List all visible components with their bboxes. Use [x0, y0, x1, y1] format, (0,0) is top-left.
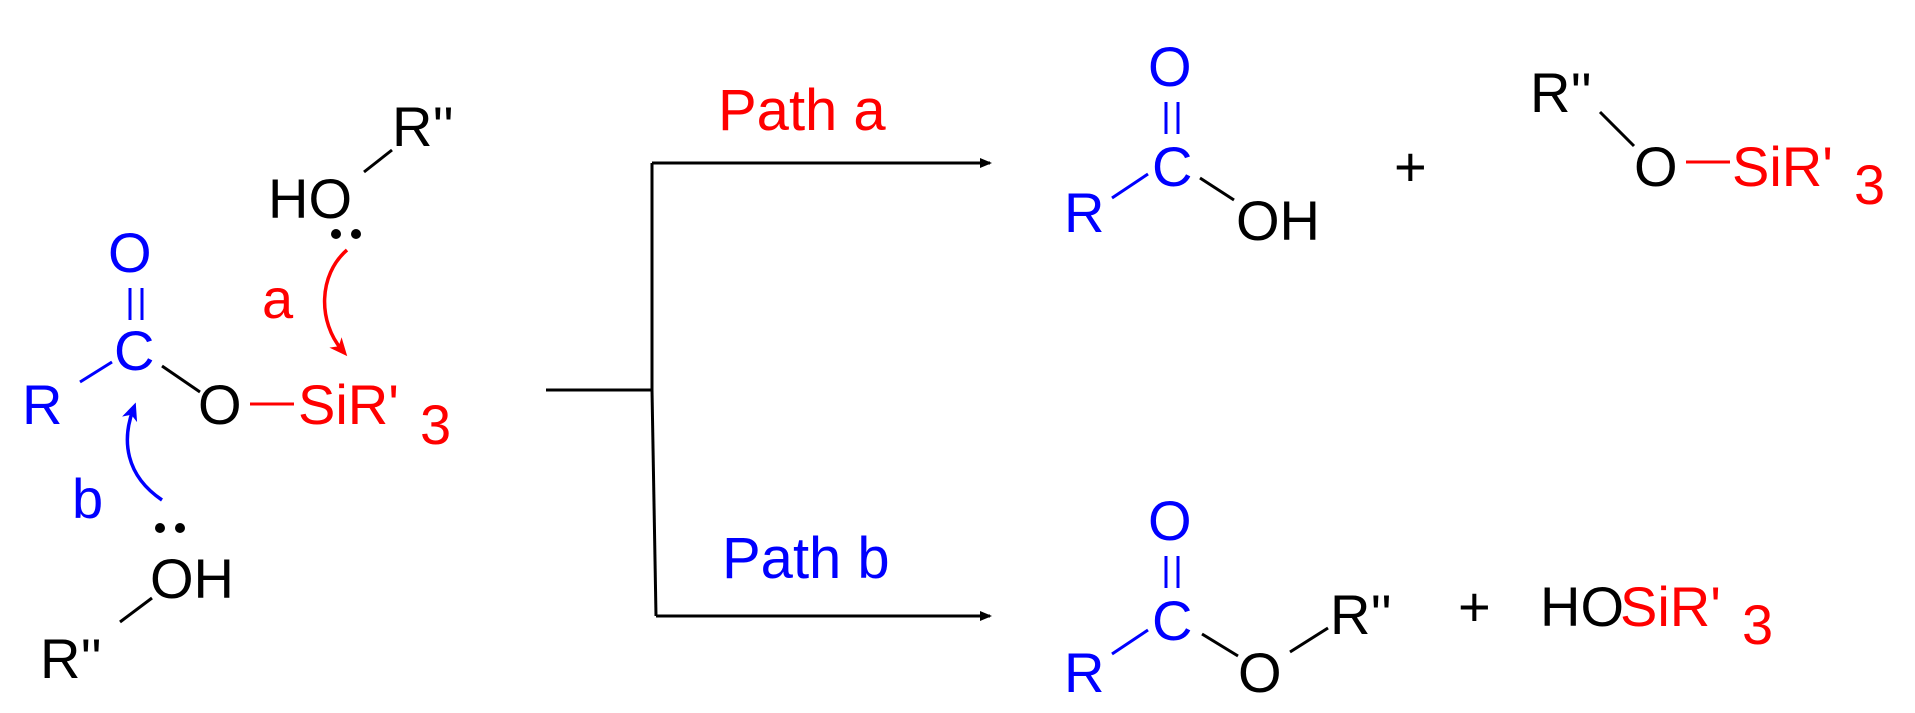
alcohol-top-r: R'': [392, 95, 454, 158]
alcohol-bottom-oh: OH: [150, 547, 234, 610]
silyl-group: SiR': [298, 373, 399, 436]
new-ester-carbonyl-oxygen: O: [1148, 489, 1192, 552]
silanol-subscript: 3: [1742, 593, 1773, 656]
new-ester-c-o-bond: [1201, 632, 1239, 658]
new-ester-carbon: C: [1152, 589, 1192, 652]
lone-pair-dot-1: [331, 229, 341, 239]
alcohol-top: HO R'': [268, 95, 454, 239]
branch-arrows: Path a Path b: [546, 78, 992, 621]
acid-carbon: C: [1152, 135, 1192, 198]
alcohol-top-ho: HO: [268, 167, 352, 230]
lone-pair-dot-3: [155, 523, 165, 533]
arrow-b: b: [72, 402, 163, 530]
arrow-b-label: b: [72, 467, 103, 530]
plus-sign-b: +: [1458, 575, 1491, 638]
lone-pair-dot-4: [175, 523, 185, 533]
product-ester: O C R O R'': [1064, 489, 1392, 704]
reactant-ester: O C R O SiR' 3: [22, 221, 451, 456]
new-ester-oxygen: O: [1238, 641, 1282, 704]
silyl-ether-oxygen: O: [1634, 135, 1678, 198]
path-b-label: Path b: [722, 526, 890, 591]
lone-pair-dot-2: [351, 229, 361, 239]
new-ester-r-bond: [1111, 628, 1149, 656]
arrow-a: a: [262, 248, 349, 357]
branch-vertical-down: [650, 389, 658, 617]
product-silanol: HO SiR' 3: [1540, 575, 1773, 656]
silyl-ether-r-o-bond: [1598, 110, 1636, 148]
ester-carbonyl-oxygen: O: [108, 221, 152, 284]
ester-r-group: R: [22, 373, 62, 436]
curved-arrow-b: [122, 402, 163, 502]
alcohol-bottom-bond: [119, 596, 153, 624]
new-ester-r2: R'': [1330, 583, 1392, 646]
silanol-ho: HO: [1540, 575, 1624, 638]
ester-r-bond: [79, 360, 113, 384]
new-ester-o-r-bond: [1289, 626, 1329, 654]
silyl-subscript: 3: [420, 393, 451, 456]
acid-r-bond: [1111, 172, 1149, 200]
alcohol-bottom-r: R'': [40, 627, 102, 690]
acid-carbonyl-oxygen: O: [1148, 35, 1192, 98]
acid-r-group: R: [1064, 181, 1104, 244]
path-a-label: Path a: [718, 78, 886, 143]
silyl-ether-si: SiR': [1732, 135, 1833, 198]
product-silyl-ether: R'' O SiR' 3: [1530, 61, 1885, 216]
silyl-ether-r: R'': [1530, 61, 1592, 124]
ester-carbon: C: [114, 319, 154, 382]
silyl-ether-subscript: 3: [1854, 153, 1885, 216]
alcohol-bottom: OH R'': [40, 523, 234, 690]
acid-oh: OH: [1236, 189, 1320, 252]
ester-c-o-bond: [161, 364, 201, 394]
ester-oxygen: O: [198, 373, 242, 436]
curved-arrow-a: [322, 248, 349, 357]
alcohol-top-bond: [363, 148, 393, 174]
arrow-a-label: a: [262, 267, 294, 330]
silanol-si: SiR': [1620, 575, 1721, 638]
acid-c-oh-bond: [1199, 176, 1235, 202]
new-ester-r-group: R: [1064, 641, 1104, 704]
plus-sign-a: +: [1394, 135, 1427, 198]
product-acid: O C R OH: [1064, 35, 1320, 252]
